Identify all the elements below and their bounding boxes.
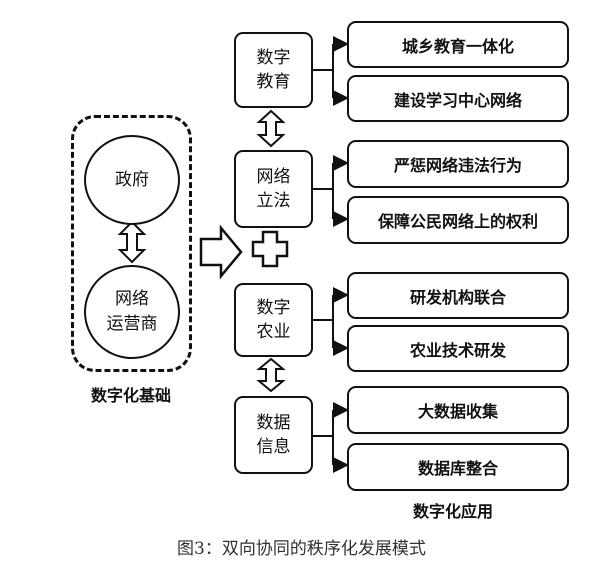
plus-sign [251, 230, 289, 268]
government-node: 政府 [84, 135, 180, 225]
bracket-data-information [313, 402, 349, 473]
double-arrow-circles [117, 220, 147, 264]
item-punish-cybercrime: 严惩网络违法行为 [347, 140, 569, 188]
item-urban-rural-education: 城乡教育一体化 [347, 21, 569, 68]
item-big-data-collection: 大数据收集 [347, 386, 569, 434]
foundation-label: 数字化基础 [91, 386, 172, 405]
figure-caption: 图3：双向协同的秩序化发展模式 [177, 539, 426, 559]
item-learning-center-network: 建设学习中心网络 [347, 75, 569, 122]
item-protect-citizen-rights: 保障公民网络上的权利 [347, 196, 569, 244]
foundation-group [71, 115, 192, 372]
item-agri-tech-research: 农业技术研发 [347, 325, 569, 372]
double-arrow-cat-3-4 [256, 357, 286, 393]
item-research-alliance: 研发机构联合 [347, 272, 569, 319]
item-database-integration: 数据库整合 [347, 443, 569, 491]
category-digital-education: 数字 教育 [234, 32, 313, 108]
bracket-network-legislation [313, 155, 349, 227]
applications-label: 数字化应用 [413, 502, 494, 521]
network-operator-node: 网络 运营商 [84, 265, 180, 359]
category-network-legislation: 网络 立法 [234, 150, 313, 228]
category-data-information: 数据 信息 [234, 396, 313, 474]
right-arrow [199, 224, 243, 280]
category-digital-agriculture: 数字 农业 [234, 283, 313, 357]
bracket-digital-education [313, 36, 349, 106]
bracket-digital-agriculture [313, 287, 349, 356]
double-arrow-cat-1-2 [256, 109, 286, 148]
